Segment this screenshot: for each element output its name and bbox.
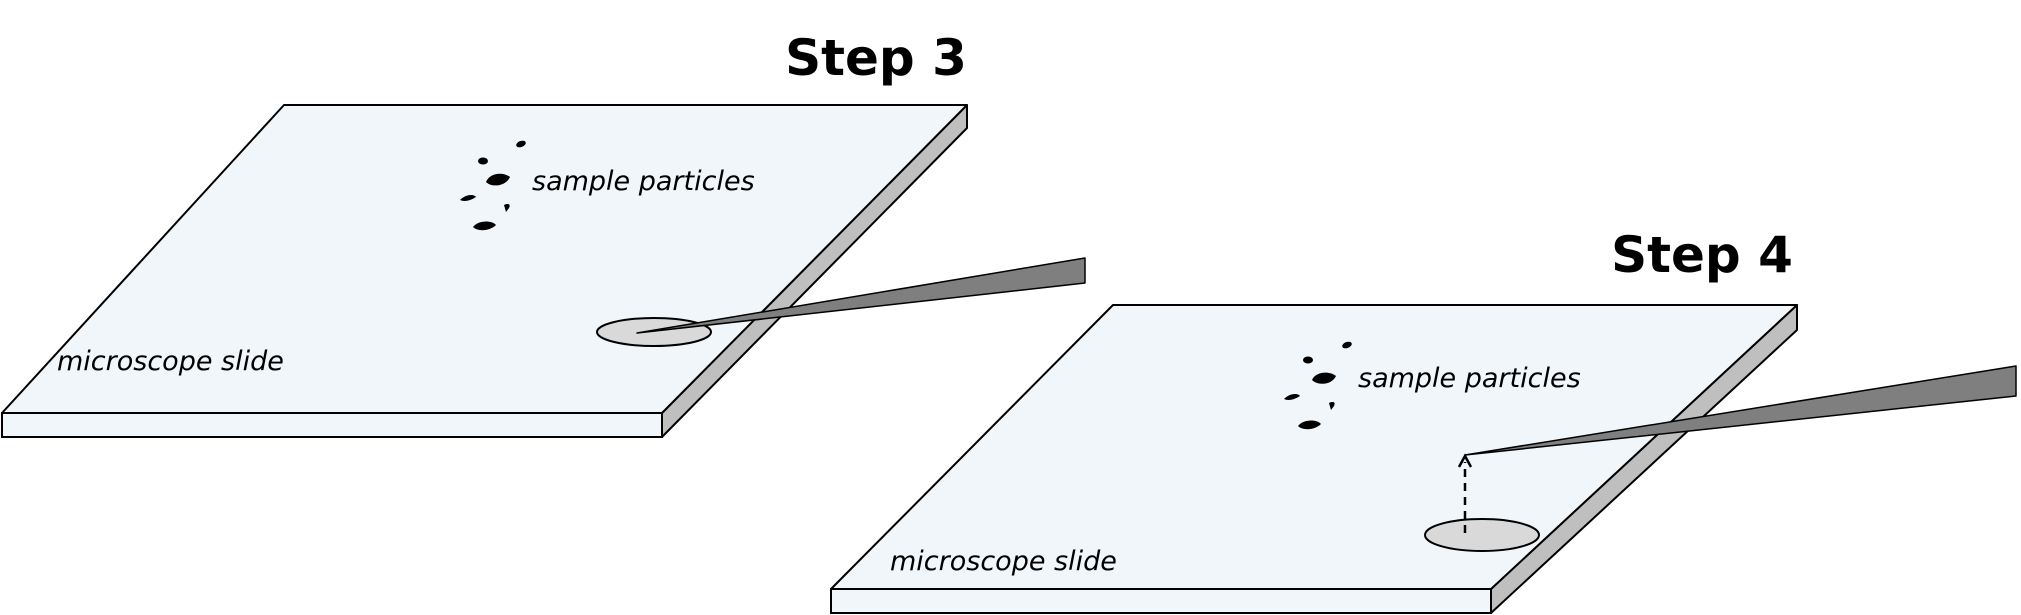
- particle: [473, 221, 496, 231]
- lift-arrow-head: [1457, 453, 1473, 468]
- particle: [1303, 356, 1313, 364]
- microscope-slide-step-4: [830, 304, 1798, 614]
- microscope-slide-label-step-4: microscope slide: [890, 546, 1117, 577]
- particle: [1284, 394, 1300, 400]
- slide-front-edge: [1, 412, 663, 438]
- sample-particles-label-step-4: sample particles: [1358, 363, 1581, 394]
- particle: [1342, 341, 1352, 349]
- step-4-panel: Step 4 sample particles microscope slide: [830, 226, 2017, 614]
- slide-top-surface: [830, 304, 1798, 590]
- needle-tip: [1464, 365, 2017, 456]
- particle: [478, 157, 488, 165]
- lift-arrow: [1457, 453, 1473, 533]
- particle: [460, 195, 476, 201]
- step-3-panel: Step 3 sample particles microscope slide: [1, 29, 1086, 438]
- particle: [1312, 372, 1336, 384]
- sample-particles-label-step-3: sample particles: [532, 166, 755, 197]
- step-3-title: Step 3: [785, 29, 967, 87]
- particle: [486, 173, 510, 186]
- slide-front-edge: [830, 588, 1492, 614]
- sample-particles-step-4: [1284, 341, 1352, 430]
- sample-drop: [1424, 518, 1540, 552]
- microscope-slide-label-step-3: microscope slide: [57, 346, 284, 377]
- needle-tip: [636, 257, 1086, 334]
- sample-particles-step-3: [460, 140, 526, 231]
- particle: [1329, 402, 1335, 410]
- particle: [504, 204, 510, 212]
- step-4-title: Step 4: [1611, 226, 1793, 284]
- sample-drop: [596, 317, 712, 347]
- microscope-slide-step-3: [1, 104, 968, 438]
- particle: [1298, 420, 1321, 430]
- particle: [516, 140, 526, 148]
- slide-top-surface: [1, 104, 968, 414]
